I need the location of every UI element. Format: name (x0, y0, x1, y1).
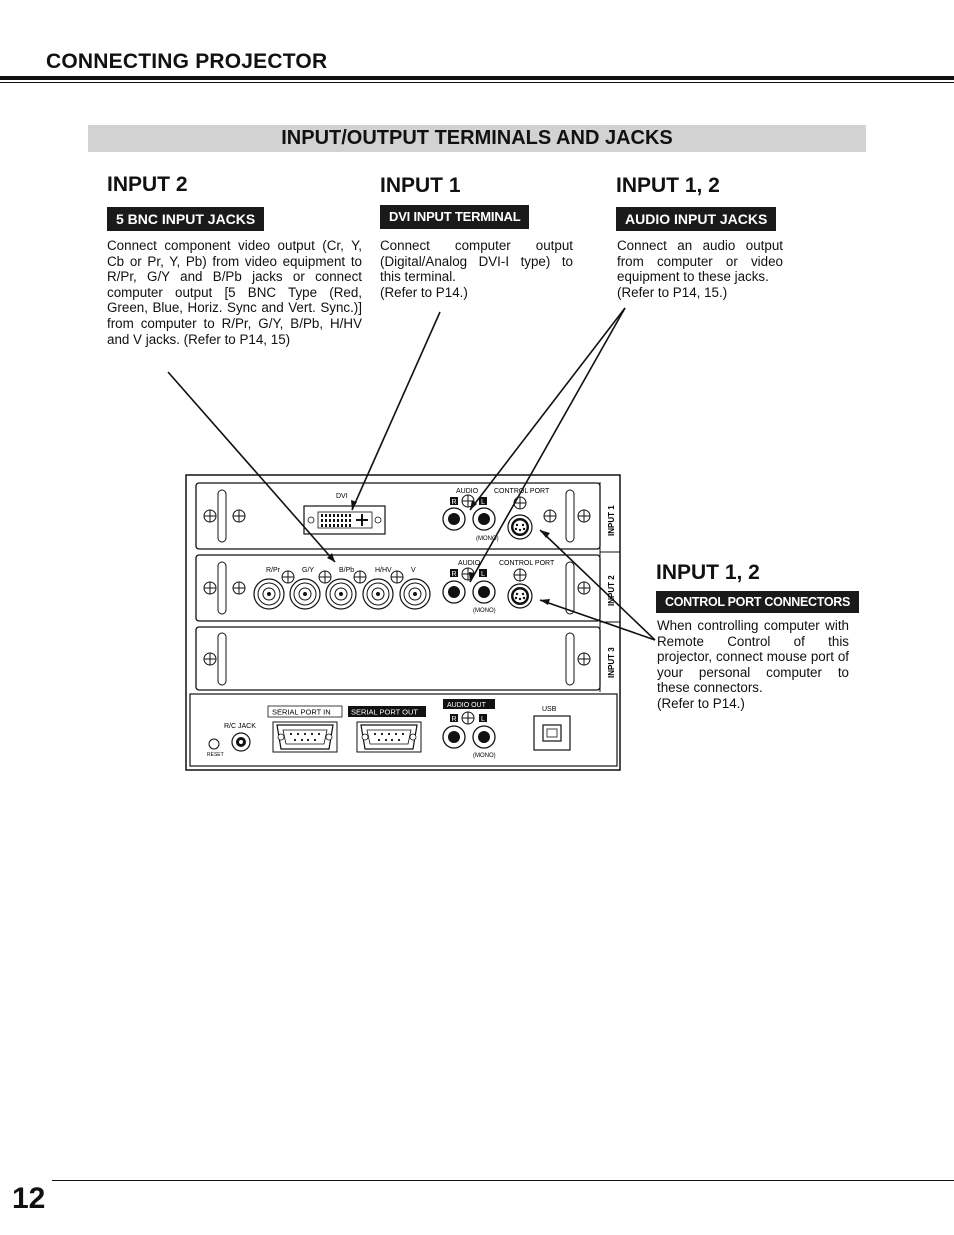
input3-slot (195, 626, 601, 691)
input1-r-label: R (452, 499, 457, 506)
gy-label: G/Y (302, 567, 314, 574)
serial-port-in[interactable] (276, 724, 334, 750)
input1-audio-label: AUDIO (456, 488, 479, 495)
control-tag: CONTROL PORT CONNECTORS (656, 591, 860, 613)
page-title-banner: INPUT/OUTPUT TERMINALS AND JACKS (88, 125, 866, 152)
input2-control-port[interactable] (507, 583, 533, 609)
input2-tag: 5 BNC INPUT JACKS (107, 207, 265, 231)
audio-out-mono-label: (MONO) (473, 753, 496, 759)
input1-text: Connect computer output (Digital/Analog … (380, 238, 573, 285)
hhv-label: H/HV (375, 567, 392, 574)
bnc-gy-jack[interactable] (289, 578, 321, 610)
input2-control-port-label: CONTROL PORT (499, 560, 555, 567)
input2-side-label: INPUT 2 (607, 575, 616, 606)
bnc-bpb-jack[interactable] (325, 578, 357, 610)
control-description: When controlling computer with Remote Co… (657, 618, 849, 712)
control-heading: INPUT 1, 2 (656, 561, 760, 584)
input1-l-label: L (481, 499, 485, 506)
audio-text: Connect an audio output from computer or… (617, 238, 783, 285)
input1-mono-label: (MONO) (476, 536, 499, 542)
input2-l-label: L (481, 571, 485, 578)
control-ref: (Refer to P14.) (657, 695, 745, 711)
audio-out-r-label: R (452, 716, 457, 723)
reset-label: RESET (207, 752, 224, 758)
dvi-label: DVI (336, 493, 348, 500)
input2-audio-l-jack[interactable] (472, 580, 496, 604)
input1-description: Connect computer output (Digital/Analog … (380, 238, 573, 300)
leader-arrowheads (327, 500, 550, 605)
section-title: CONNECTING PROJECTOR (46, 50, 328, 73)
audio-out-label: AUDIO OUT (447, 702, 487, 709)
input1-slot (195, 482, 601, 550)
footer-rule (52, 1180, 954, 1181)
serial-in-label: SERIAL PORT IN (272, 708, 331, 717)
page-number: 12 (12, 1182, 46, 1215)
usb-label: USB (542, 706, 557, 713)
reset-button[interactable] (208, 738, 220, 750)
audio-tag: AUDIO INPUT JACKS (616, 207, 777, 231)
audio-out-l-jack[interactable] (472, 725, 496, 749)
rc-jack-label: R/C JACK (224, 723, 256, 730)
input1-audio-r-jack[interactable] (442, 507, 466, 531)
v-label: V (411, 567, 416, 574)
input1-ref: (Refer to P14.) (380, 284, 468, 300)
input1-control-port[interactable] (507, 514, 533, 540)
input1-heading: INPUT 1 (380, 174, 461, 197)
input2-mono-label: (MONO) (473, 608, 496, 614)
serial-out-label: SERIAL PORT OUT (351, 708, 418, 717)
input2-audio-r-jack[interactable] (442, 580, 466, 604)
rpr-label: R/Pr (266, 567, 281, 574)
leader-lines (167, 307, 656, 641)
header-rule-thin (0, 82, 954, 83)
audio-ref: (Refer to P14, 15.) (617, 284, 728, 300)
control-text: When controlling computer with Remote Co… (657, 618, 849, 696)
input1-side-label: INPUT 1 (607, 505, 616, 536)
audio-heading: INPUT 1, 2 (616, 174, 720, 197)
input2-heading: INPUT 2 (107, 173, 188, 196)
bpb-label: B/Pb (339, 567, 354, 574)
bnc-hhv-jack[interactable] (362, 578, 394, 610)
audio-out-r-jack[interactable] (442, 725, 466, 749)
serial-port-out[interactable] (360, 724, 418, 750)
input2-r-label: R (452, 571, 457, 578)
input1-tag: DVI INPUT TERMINAL (380, 205, 530, 229)
input3-side-label: INPUT 3 (607, 647, 616, 678)
input2-description: Connect component video output (Cr, Y, C… (107, 238, 362, 347)
bnc-rpr-jack[interactable] (253, 578, 285, 610)
bnc-v-jack[interactable] (399, 578, 431, 610)
header-rule (0, 76, 954, 80)
audio-description: Connect an audio output from computer or… (617, 238, 783, 300)
input1-audio-l-jack[interactable] (472, 507, 496, 531)
input2-audio-label: AUDIO (458, 560, 481, 567)
audio-out-l-label: L (481, 716, 485, 723)
